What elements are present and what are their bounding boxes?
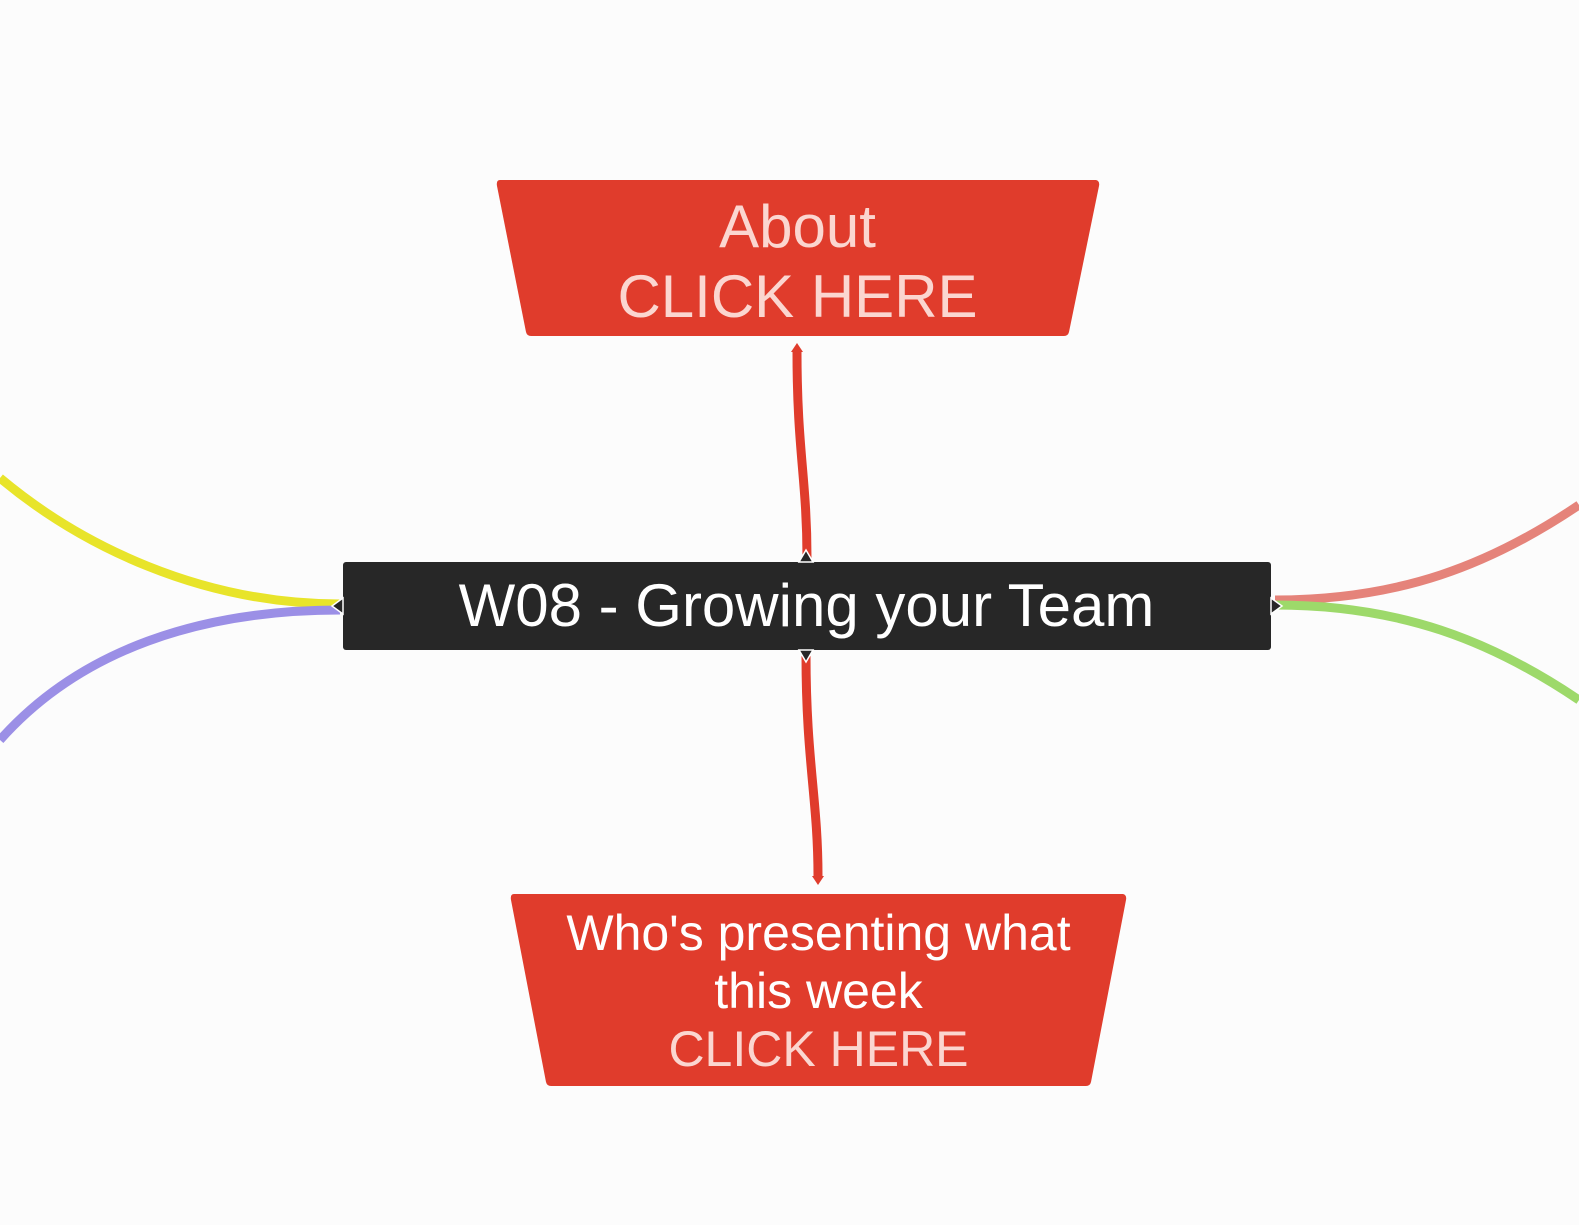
branch-pink[interactable] — [1274, 501, 1579, 605]
topic-about[interactable]: About CLICK HERE — [527, 192, 1068, 332]
topic-about-shape[interactable] — [496, 180, 1100, 336]
topic-about-link[interactable]: CLICK HERE — [617, 263, 978, 330]
branch-green[interactable] — [1274, 600, 1579, 704]
connector-bottom — [801, 654, 823, 877]
central-topic-shape[interactable] — [343, 562, 1271, 650]
topic-who-shape[interactable] — [510, 894, 1127, 1086]
topic-who-link[interactable]: CLICK HERE — [668, 1021, 969, 1077]
topic-who-title-line2: this week — [714, 963, 923, 1019]
branch-purple[interactable] — [0, 605, 341, 743]
topic-about-title: About — [719, 193, 876, 260]
topic-whos-presenting[interactable]: Who's presenting what this week CLICK HE… — [546, 904, 1091, 1078]
topic-who-title-line1: Who's presenting what — [566, 905, 1071, 961]
branch-yellow[interactable] — [0, 474, 341, 609]
connector-top — [792, 351, 812, 559]
central-topic[interactable]: W08 - Growing your Team — [458, 572, 1155, 639]
